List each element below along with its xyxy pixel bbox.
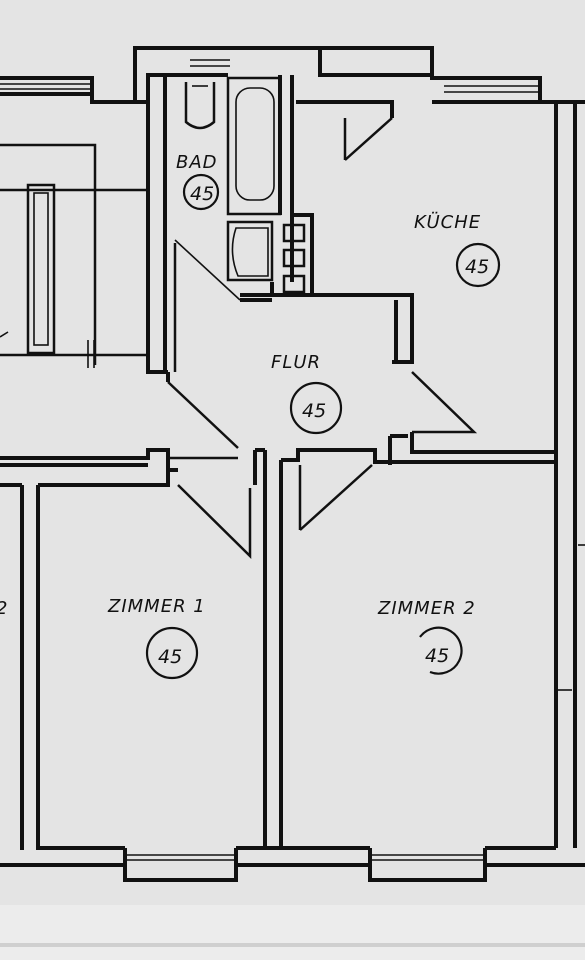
hall-walls <box>0 372 239 470</box>
room-value-zimmer1: 45 <box>158 646 182 668</box>
bottom-band <box>0 905 585 960</box>
edge-fragment-label: 2 <box>0 598 8 619</box>
sink-icon <box>226 220 274 282</box>
kitchen-door-swing <box>296 100 394 161</box>
chimney-flues <box>282 223 306 294</box>
zimmer1-window <box>123 848 238 880</box>
zimmer1-door-swing <box>177 484 252 559</box>
room-circle-flur <box>289 381 343 435</box>
kitchen-walls <box>312 102 577 465</box>
room-value-kueche: 45 <box>465 256 489 278</box>
toilet-icon <box>184 82 216 130</box>
room-value-bad: 45 <box>190 183 214 205</box>
top-window-kitchen <box>444 85 540 93</box>
top-window-bath <box>190 59 230 67</box>
right-balcony-door <box>556 544 585 691</box>
room-circle-kueche <box>455 242 501 288</box>
zimmer2-window <box>368 848 487 880</box>
bathtub-icon <box>226 76 282 216</box>
bath-partition <box>240 293 272 302</box>
room-label-kueche: KÜCHE <box>414 211 481 233</box>
zimmer2-door-swing <box>298 464 373 531</box>
top-window-left <box>0 83 92 90</box>
room-circle-bad <box>182 173 220 211</box>
stairwell-area <box>0 102 168 374</box>
top-outer-wall <box>0 46 585 104</box>
room-label-zimmer1: ZIMMER 1 <box>107 596 206 617</box>
room-circle-zimmer1 <box>145 626 199 680</box>
kitchen-hall-door-swing <box>411 371 478 434</box>
room-label-flur: FLUR <box>271 352 321 373</box>
room-value-zimmer2: 45 <box>425 645 449 667</box>
bath-door-arc <box>173 239 241 372</box>
room-label-bad: BAD <box>176 152 218 173</box>
room-value-flur: 45 <box>302 400 326 422</box>
zimmer1-walls <box>0 448 585 882</box>
room-label-zimmer2: ZIMMER 2 <box>377 598 476 619</box>
zimmer2-walls <box>281 448 577 850</box>
room-circle-zimmer2 <box>419 626 463 675</box>
